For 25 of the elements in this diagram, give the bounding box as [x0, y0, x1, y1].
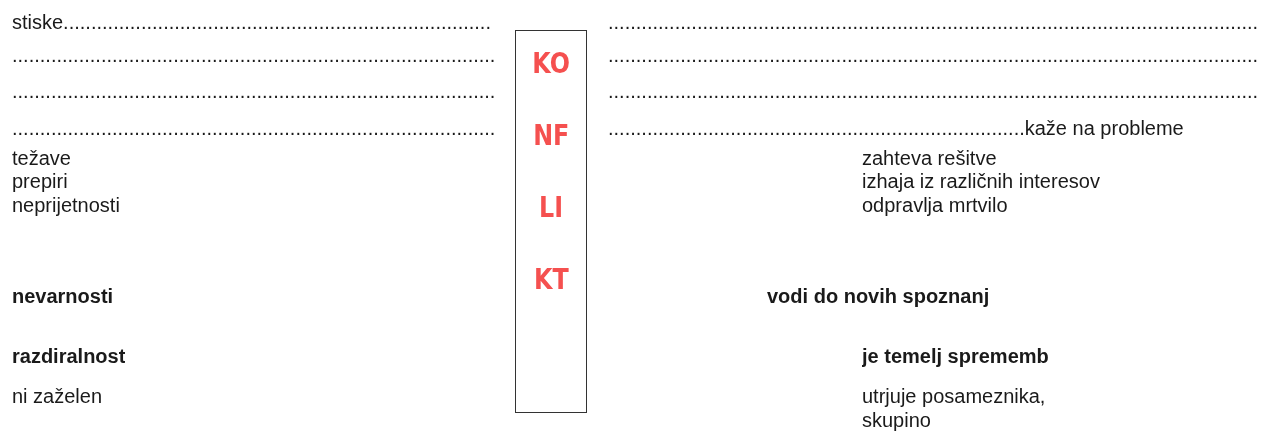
syllable: NF [532, 119, 570, 153]
fill-in-line: ..................................................................................................................... [608, 43, 1260, 67]
fill-in-line: ...........................................................................kaže na probleme [608, 116, 1185, 140]
word-label: je temelj sprememb [862, 344, 1049, 368]
fill-in-line: ..................................................................................................................... [608, 79, 1260, 103]
word-label: vodi do novih spoznanj [767, 284, 990, 308]
fill-in-line: ....................................................................................... [12, 79, 497, 103]
word-label: neprijetnosti [12, 193, 120, 217]
text-column-box [515, 30, 587, 413]
word-label: zahteva rešitve [862, 146, 997, 170]
word-label: težave [12, 146, 71, 170]
fill-in-line: ....................................................................................... [12, 116, 497, 140]
syllable: LI [539, 191, 563, 225]
word-label: prepiri [12, 169, 68, 193]
fill-in-line: ..................................................................................................................... [608, 10, 1260, 34]
syllable: KO [532, 47, 570, 81]
word-label: razdiralnost [12, 344, 126, 368]
word-label: ni zaželen [12, 384, 103, 408]
fill-in-line: stiske............................................................................. [12, 10, 492, 34]
word-label: utrjuje posameznika, skupino [862, 384, 1047, 432]
word-label: nevarnosti [12, 284, 114, 308]
fill-in-line: ....................................................................................... [12, 43, 497, 67]
word-label: odpravlja mrtvilo [862, 193, 1008, 217]
syllable: KT [533, 263, 569, 297]
word-label: izhaja iz različnih interesov [862, 169, 1100, 193]
